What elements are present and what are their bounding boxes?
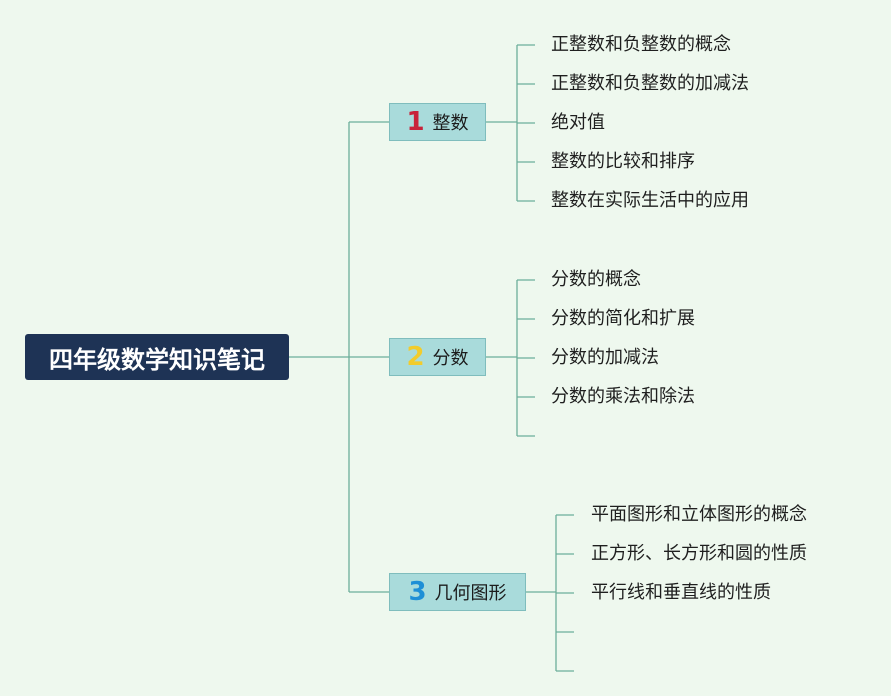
branch-label: 分数 (432, 348, 469, 369)
leaf-topic[interactable]: 正整数和负整数的加减法 (551, 73, 749, 94)
leaf-topic[interactable]: 分数的乘法和除法 (551, 386, 695, 407)
leaf-topic[interactable]: 分数的简化和扩展 (551, 308, 695, 329)
leaf-topic[interactable]: 正整数和负整数的概念 (551, 34, 731, 55)
leaf-topic[interactable]: 分数的概念 (551, 269, 641, 290)
branch-number: 1 (406, 107, 425, 137)
leaf-topic[interactable]: 平面图形和立体图形的概念 (591, 504, 807, 525)
leaf-topic[interactable]: 绝对值 (551, 112, 605, 133)
branch-label: 整数 (432, 113, 469, 134)
branch-label: 几何图形 (434, 583, 507, 604)
leaf-topic[interactable]: 整数的比较和排序 (551, 151, 695, 172)
branch-integers[interactable]: 1 整数 (389, 103, 486, 141)
leaf-topic[interactable]: 整数在实际生活中的应用 (551, 190, 749, 211)
leaf-topic[interactable]: 正方形、长方形和圆的性质 (591, 543, 807, 564)
branch-number: 2 (406, 342, 425, 372)
branch-geometry[interactable]: 3 几何图形 (389, 573, 526, 611)
leaf-topic[interactable]: 分数的加减法 (551, 347, 659, 368)
root-topic[interactable]: 四年级数学知识笔记 (25, 334, 289, 380)
branch-fractions[interactable]: 2 分数 (389, 338, 486, 376)
leaf-topic[interactable]: 平行线和垂直线的性质 (591, 582, 771, 603)
branch-number: 3 (408, 577, 427, 607)
